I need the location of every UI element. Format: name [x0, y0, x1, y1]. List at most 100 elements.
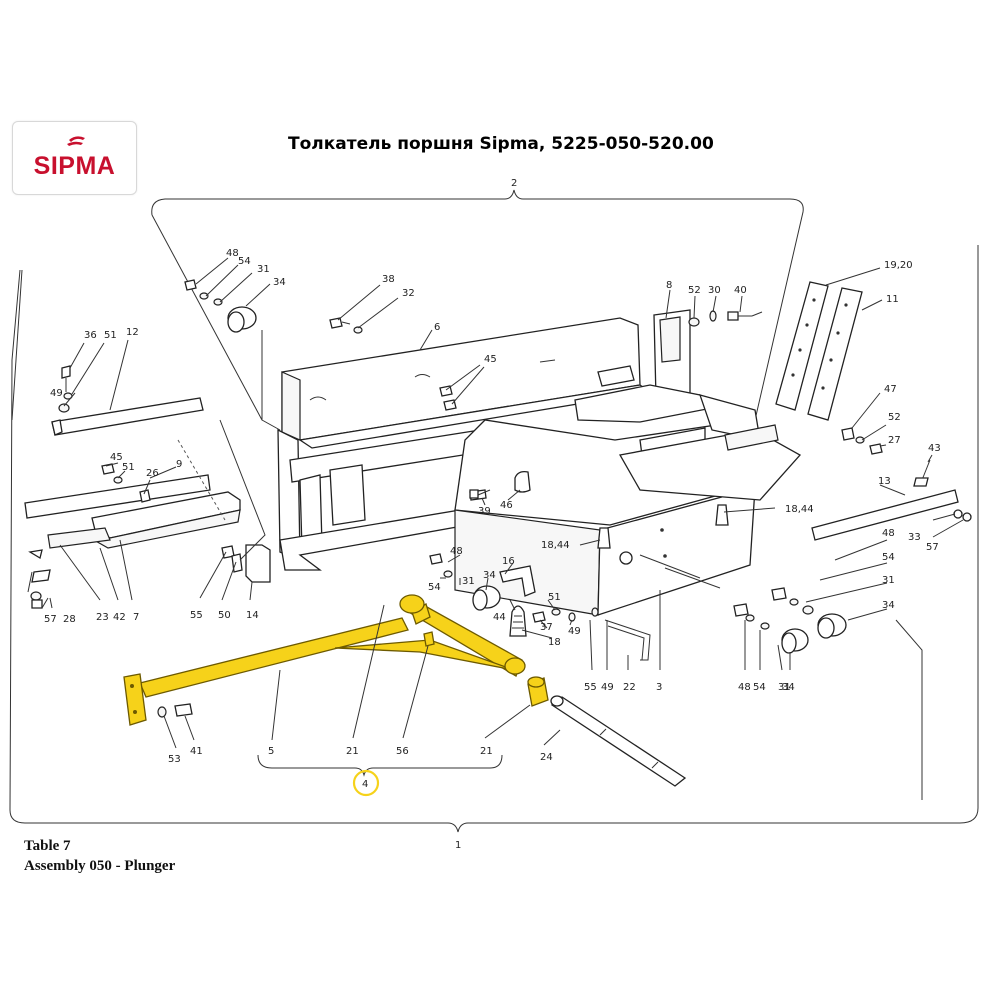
main-frame-6 — [277, 309, 691, 571]
strip-13 — [811, 489, 959, 541]
callout-53: 53 — [168, 754, 181, 765]
callout-45: 45 — [110, 452, 123, 463]
callout-51: 51 — [548, 592, 561, 603]
rod-22 — [604, 619, 651, 661]
table-caption: Table 7 — [24, 838, 71, 854]
callout-57: 57 — [44, 614, 57, 625]
callout-55: 55 — [190, 610, 203, 621]
bracket-assembly-4 — [257, 754, 503, 777]
bracket-assembly-1 — [9, 245, 979, 833]
strip-12 — [51, 397, 204, 436]
callout-47: 47 — [884, 384, 897, 395]
callout-11: 11 — [886, 294, 899, 305]
callout-27: 27 — [888, 435, 901, 446]
fasteners-53-41 — [157, 703, 193, 718]
callout-28: 28 — [63, 614, 76, 625]
callout-48: 48 — [738, 682, 751, 693]
callout-36: 36 — [84, 330, 97, 341]
bolt-38 — [329, 317, 363, 334]
assembly-caption: Assembly 050 - Plunger — [24, 858, 176, 874]
callout-52: 52 — [688, 285, 701, 296]
callout-30: 30 — [708, 285, 721, 296]
callout-26: 26 — [146, 468, 159, 479]
callout-31: 31 — [462, 576, 475, 587]
callout-42: 42 — [113, 612, 126, 623]
brushes-18-44 — [509, 504, 729, 637]
bearing-34-right-b — [733, 603, 809, 654]
callout-18-44: 18,44 — [541, 540, 570, 551]
callout-31: 31 — [778, 682, 791, 693]
callout-54: 54 — [753, 682, 766, 693]
callout-39: 39 — [478, 506, 491, 517]
callout-55: 55 — [584, 682, 597, 693]
callout-48: 48 — [226, 248, 239, 259]
callout-23: 23 — [96, 612, 109, 623]
callout-51: 51 — [122, 462, 135, 473]
callout-21: 21 — [346, 746, 359, 757]
callout-14: 14 — [246, 610, 259, 621]
strip-19-20 — [775, 281, 829, 411]
callout-4-highlight-ring — [352, 769, 380, 797]
callout-49: 49 — [601, 682, 614, 693]
callout-22: 22 — [623, 682, 636, 693]
callout-24: 24 — [540, 752, 553, 763]
callout-38: 38 — [382, 274, 395, 285]
callout-41: 41 — [190, 746, 203, 757]
callout-52: 52 — [888, 412, 901, 423]
callout-16: 16 — [502, 556, 515, 567]
callout-40: 40 — [734, 285, 747, 296]
callout-9: 9 — [176, 459, 182, 470]
callout-54: 54 — [428, 582, 441, 593]
callout-13: 13 — [878, 476, 891, 487]
callout-5: 5 — [268, 746, 274, 757]
callout-48: 48 — [450, 546, 463, 557]
callout-54: 54 — [882, 552, 895, 563]
callout-43: 43 — [928, 443, 941, 454]
page-title: Толкатель поршня Sipma, 5225-050-520.00 — [288, 134, 714, 154]
callout-56: 56 — [396, 746, 409, 757]
callout-32: 32 — [402, 288, 415, 299]
callout-2: 2 — [511, 178, 517, 189]
callout-34: 34 — [782, 682, 795, 693]
callout-31: 31 — [257, 264, 270, 275]
callout-31: 31 — [882, 575, 895, 586]
fasteners-36-51-49 — [58, 365, 73, 413]
fasteners-39-46 — [469, 489, 491, 499]
bracket-assembly-2 — [151, 189, 804, 421]
bearing-34-mid — [429, 553, 501, 611]
callout-37: 37 — [540, 622, 553, 633]
callout-44: 44 — [493, 612, 506, 623]
callout-3: 3 — [656, 682, 662, 693]
callout-34: 34 — [882, 600, 895, 611]
shaft-24 — [550, 695, 687, 787]
brand-name: SIPMA — [33, 152, 116, 180]
fasteners-52-30-40 — [688, 310, 752, 327]
callout-1: 1 — [455, 840, 461, 851]
callout-6: 6 — [434, 322, 440, 333]
strip-11 — [807, 287, 863, 421]
callout-48: 48 — [882, 528, 895, 539]
callout-19-20: 19,20 — [884, 260, 913, 271]
callout-54: 54 — [238, 256, 251, 267]
callout-34: 34 — [273, 277, 286, 288]
callout-18: 18 — [548, 637, 561, 648]
callout-18-44: 18,44 — [785, 504, 814, 515]
callout-33: 33 — [908, 532, 921, 543]
left-small-parts — [28, 544, 271, 609]
callout-45: 45 — [484, 354, 497, 365]
fasteners-51-37-49 — [532, 607, 599, 623]
bearing-34-right-a — [771, 587, 847, 639]
callout-labels: 48 54 31 34 38 32 6 45 8 52 30 40 19,20 … — [44, 248, 941, 790]
callout-50: 50 — [218, 610, 231, 621]
callout-21: 21 — [480, 746, 493, 757]
strip-9 — [24, 474, 211, 519]
fasteners-33-57 — [953, 509, 972, 522]
fasteners-47-52-27 — [841, 427, 883, 455]
callout-57: 57 — [926, 542, 939, 553]
callout-12: 12 — [126, 327, 139, 338]
leader-lines — [11, 257, 964, 800]
callout-8: 8 — [666, 280, 672, 291]
bracket-16 — [499, 565, 536, 597]
